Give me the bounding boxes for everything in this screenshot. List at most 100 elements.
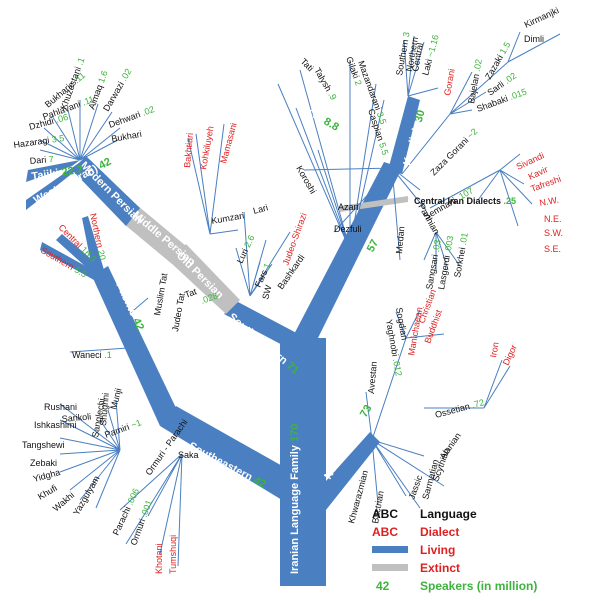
label-zaza-gorani: Zaza Gorani ~2 — [428, 126, 479, 177]
northwestern-leaves — [277, 60, 427, 261]
label-dehwari: Dehwari .02 — [107, 104, 156, 130]
modern-persian-branch — [72, 156, 140, 226]
dialect-bakhtiari: Bakhtiari — [182, 132, 195, 168]
label-zebaki: Zebaki — [30, 458, 57, 468]
label-sangsari-speakers: .03 — [430, 239, 442, 256]
label-central-name: Central — [410, 42, 425, 72]
dialect-n-e-: N.E. — [544, 214, 562, 224]
label-bajelan: Bajelan .02 — [466, 58, 484, 104]
dialect-iron-name: Iron — [488, 341, 501, 358]
label-laki-name: Laki — [420, 58, 434, 77]
dialect-digor: Digor — [501, 343, 519, 367]
dialect-tumshuqi: Tumshuqi — [168, 535, 178, 574]
legend-label-language: Language — [420, 507, 477, 521]
label-tajiki: Tajiki 22.7 — [31, 164, 84, 183]
label-waneci-name: Waneci — [72, 350, 102, 360]
label-kumzari: Kumzari — [211, 210, 245, 226]
label-darwazi-speakers: .02 — [117, 67, 133, 85]
legend-label-extinct: Extinct — [420, 561, 460, 575]
western-iran-branch — [26, 158, 86, 210]
legend-sample-language: ABC — [372, 507, 398, 521]
label-dzhidi-speakers: .06 — [52, 112, 69, 126]
label-lari-name: Lari — [252, 202, 269, 216]
dialect-s-w-: S.W. — [544, 228, 563, 238]
label-medan: Medan — [394, 226, 406, 254]
label-shughni: Shughni — [98, 392, 111, 426]
label-central: Central — [410, 42, 425, 72]
label-talysh: Talysh .9 — [312, 66, 338, 102]
label-zazaki-speakers: 1.5 — [496, 40, 512, 58]
label-ossetian-speakers: .72 — [468, 397, 485, 411]
thin-lines — [39, 31, 561, 567]
label-yaghnobi-speakers: .012 — [391, 355, 404, 376]
label-sarikoli: Sarikoli — [61, 411, 91, 424]
dialect-s-e--name: S.E. — [544, 244, 561, 254]
label-mazandarani-speakers: 3.5 — [374, 108, 389, 126]
label-tajiki-speakers: 22.7 — [58, 164, 84, 179]
dialect-digor-name: Digor — [501, 343, 519, 367]
tajiki-branch — [26, 160, 80, 182]
label-dehwari-name: Dehwari — [107, 109, 141, 130]
label-shughni-name: Shughni — [98, 392, 111, 426]
label-rushani: Rushani — [44, 402, 77, 412]
label-tajiki-name: Tajiki — [31, 167, 60, 183]
kurdish-branch — [388, 96, 420, 174]
kurdish-leaves — [401, 31, 561, 175]
label-luri: Luri 2.6 — [235, 233, 257, 264]
label-tat: Tat — [183, 286, 198, 300]
pamiri-leaves — [59, 399, 121, 509]
label-medan-name: Medan — [394, 226, 406, 254]
label-avestan: Avestan — [366, 361, 379, 394]
central-iran-leaves — [423, 153, 533, 271]
dialect-s-w--name: S.W. — [544, 228, 563, 238]
label-waneci: Waneci .1 — [72, 350, 112, 360]
label-dezfuli-name: Dezfuli — [334, 224, 362, 234]
label-dari-speakers: 7 — [46, 154, 54, 165]
label-caspian-speakers: 5.5 — [376, 139, 390, 156]
label-dehwari-speakers: .02 — [138, 104, 156, 119]
root-label-name: Iranian Language Family — [289, 444, 301, 574]
label-muslim-tat: Muslim Tat — [152, 272, 169, 316]
northeastern-branch — [300, 432, 380, 520]
label-dezfuli: Dezfuli — [334, 224, 362, 234]
label-parachi-speakers: .006 — [124, 487, 142, 509]
label-muslim-tat-name: Muslim Tat — [152, 272, 169, 316]
label-laki-speakers: ~1.16 — [425, 34, 441, 61]
middle-persian-branch — [124, 206, 186, 264]
label-dari: Dari 7 — [29, 154, 54, 166]
label-sarikoli-name: Sarikoli — [61, 411, 91, 424]
label-yazgulyam: Yazgulyam — [71, 474, 102, 517]
persian-leaves — [39, 100, 121, 161]
label-khufi-name: Khufi — [36, 483, 59, 502]
label-gilaki-speakers: 2 — [352, 76, 364, 86]
dialect-s-e-: S.E. — [544, 244, 561, 254]
pashto-south — [40, 242, 100, 280]
label-bajelan-speakers: .02 — [471, 58, 483, 75]
label-laki: Laki ~1.16 — [420, 34, 440, 77]
label-zaza-gorani-name: Zaza Gorani — [428, 135, 470, 177]
label-shabaki: Shabaki .015 — [475, 87, 528, 114]
root-label: Iranian Language Family 170 — [289, 424, 301, 574]
pashto-north — [82, 216, 104, 278]
dialect-kohkiluyeh-name: Kohkiluyeh — [198, 125, 215, 170]
label-ishkashimi-name: Ishkashimi — [34, 420, 77, 430]
label-tangshewi-name: Tangshewi — [22, 440, 65, 450]
label-pahlavani-speakers: .11 — [78, 94, 95, 108]
label-munji: Munji — [108, 387, 123, 410]
dialect-iron: Iron — [488, 341, 501, 358]
label-hazaragi-speakers: 3.5 — [49, 133, 65, 145]
label-ossetian-name: Ossetian — [434, 401, 471, 420]
label-balochi-speakers: 8.8 — [319, 114, 341, 134]
dialect-n-w-: N.W. — [539, 195, 560, 208]
label-tangshewi: Tangshewi — [22, 440, 65, 450]
label-central-iran-dialects-speakers: .25 — [501, 196, 516, 206]
label-alanian-name: Alanian — [437, 431, 462, 461]
legend-swatch-extinct — [372, 564, 408, 571]
pashto-dialect-northern-speakers: 20 — [95, 247, 107, 261]
label-luri-speakers: 2.6 — [241, 233, 256, 251]
label-yazgulyam-name: Yazgulyam — [71, 474, 102, 517]
branch-pashto-speakers: 42 — [129, 313, 146, 332]
label-waneci-speakers: .1 — [102, 350, 112, 360]
